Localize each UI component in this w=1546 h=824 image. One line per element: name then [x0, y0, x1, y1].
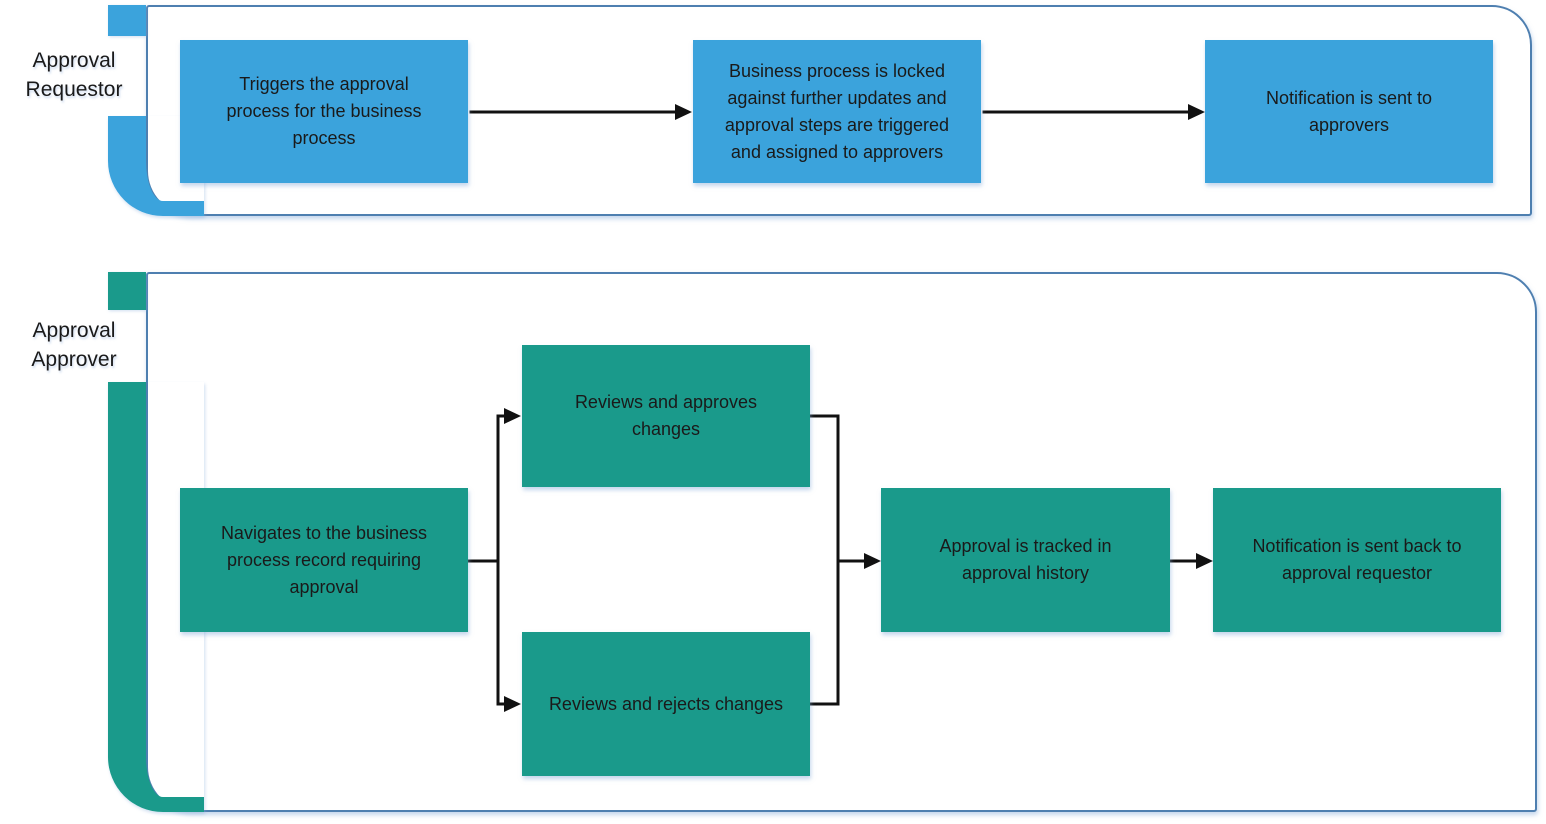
node-process-locked: Business process is locked against furth… [693, 40, 981, 183]
lane-approver-tab-body [108, 382, 204, 812]
arrow-trigger-to-locked-head [675, 104, 692, 120]
node-notification-to-requestor-text: Notification is sent back to approval re… [1252, 536, 1462, 583]
arrow-to-reject-head [504, 696, 521, 712]
arrow-track-to-notify-head [1196, 553, 1213, 569]
lane-approver-label: Approval Approver [8, 316, 140, 374]
lane-requestor-label-line1: Approval [32, 49, 116, 72]
arrow-locked-to-notify-head [1188, 104, 1205, 120]
node-approve-changes-text: Reviews and approves changes [574, 392, 758, 439]
node-approval-tracked-text: Approval is tracked in approval history [939, 536, 1112, 583]
node-notification-to-approvers: Notification is sent to approvers [1205, 40, 1493, 183]
lane-approver-label-line1: Approval [32, 319, 116, 342]
node-navigate-record: Navigates to the business process record… [180, 488, 468, 632]
node-navigate-record-text: Navigates to the business process record… [220, 522, 428, 597]
node-notification-to-approvers-text: Notification is sent to approvers [1265, 87, 1433, 135]
node-trigger-approval-text: Triggers the approval process for the bu… [226, 74, 422, 148]
node-process-locked-text: Business process is locked against furth… [724, 60, 950, 162]
lane-approver-tab-top [108, 272, 146, 310]
node-reject-changes: Reviews and rejects changes [522, 632, 810, 776]
lane-requestor-tab-top [108, 5, 146, 36]
node-notification-to-requestor: Notification is sent back to approval re… [1213, 488, 1501, 632]
node-reject-changes-text: Reviews and rejects changes [548, 693, 784, 714]
node-trigger-approval: Triggers the approval process for the bu… [180, 40, 468, 183]
branch-split-lines [466, 414, 507, 706]
lane-requestor-label-line2: Requestor [25, 78, 123, 101]
branch-merge-lines [808, 414, 867, 706]
lane-requestor-label: Approval Requestor [8, 46, 140, 104]
node-approve-changes: Reviews and approves changes [522, 345, 810, 487]
lane-approver-label-line2: Approver [31, 348, 117, 371]
arrow-to-track-head [864, 553, 881, 569]
node-approval-tracked: Approval is tracked in approval history [881, 488, 1170, 632]
arrow-to-approve-head [504, 408, 521, 424]
